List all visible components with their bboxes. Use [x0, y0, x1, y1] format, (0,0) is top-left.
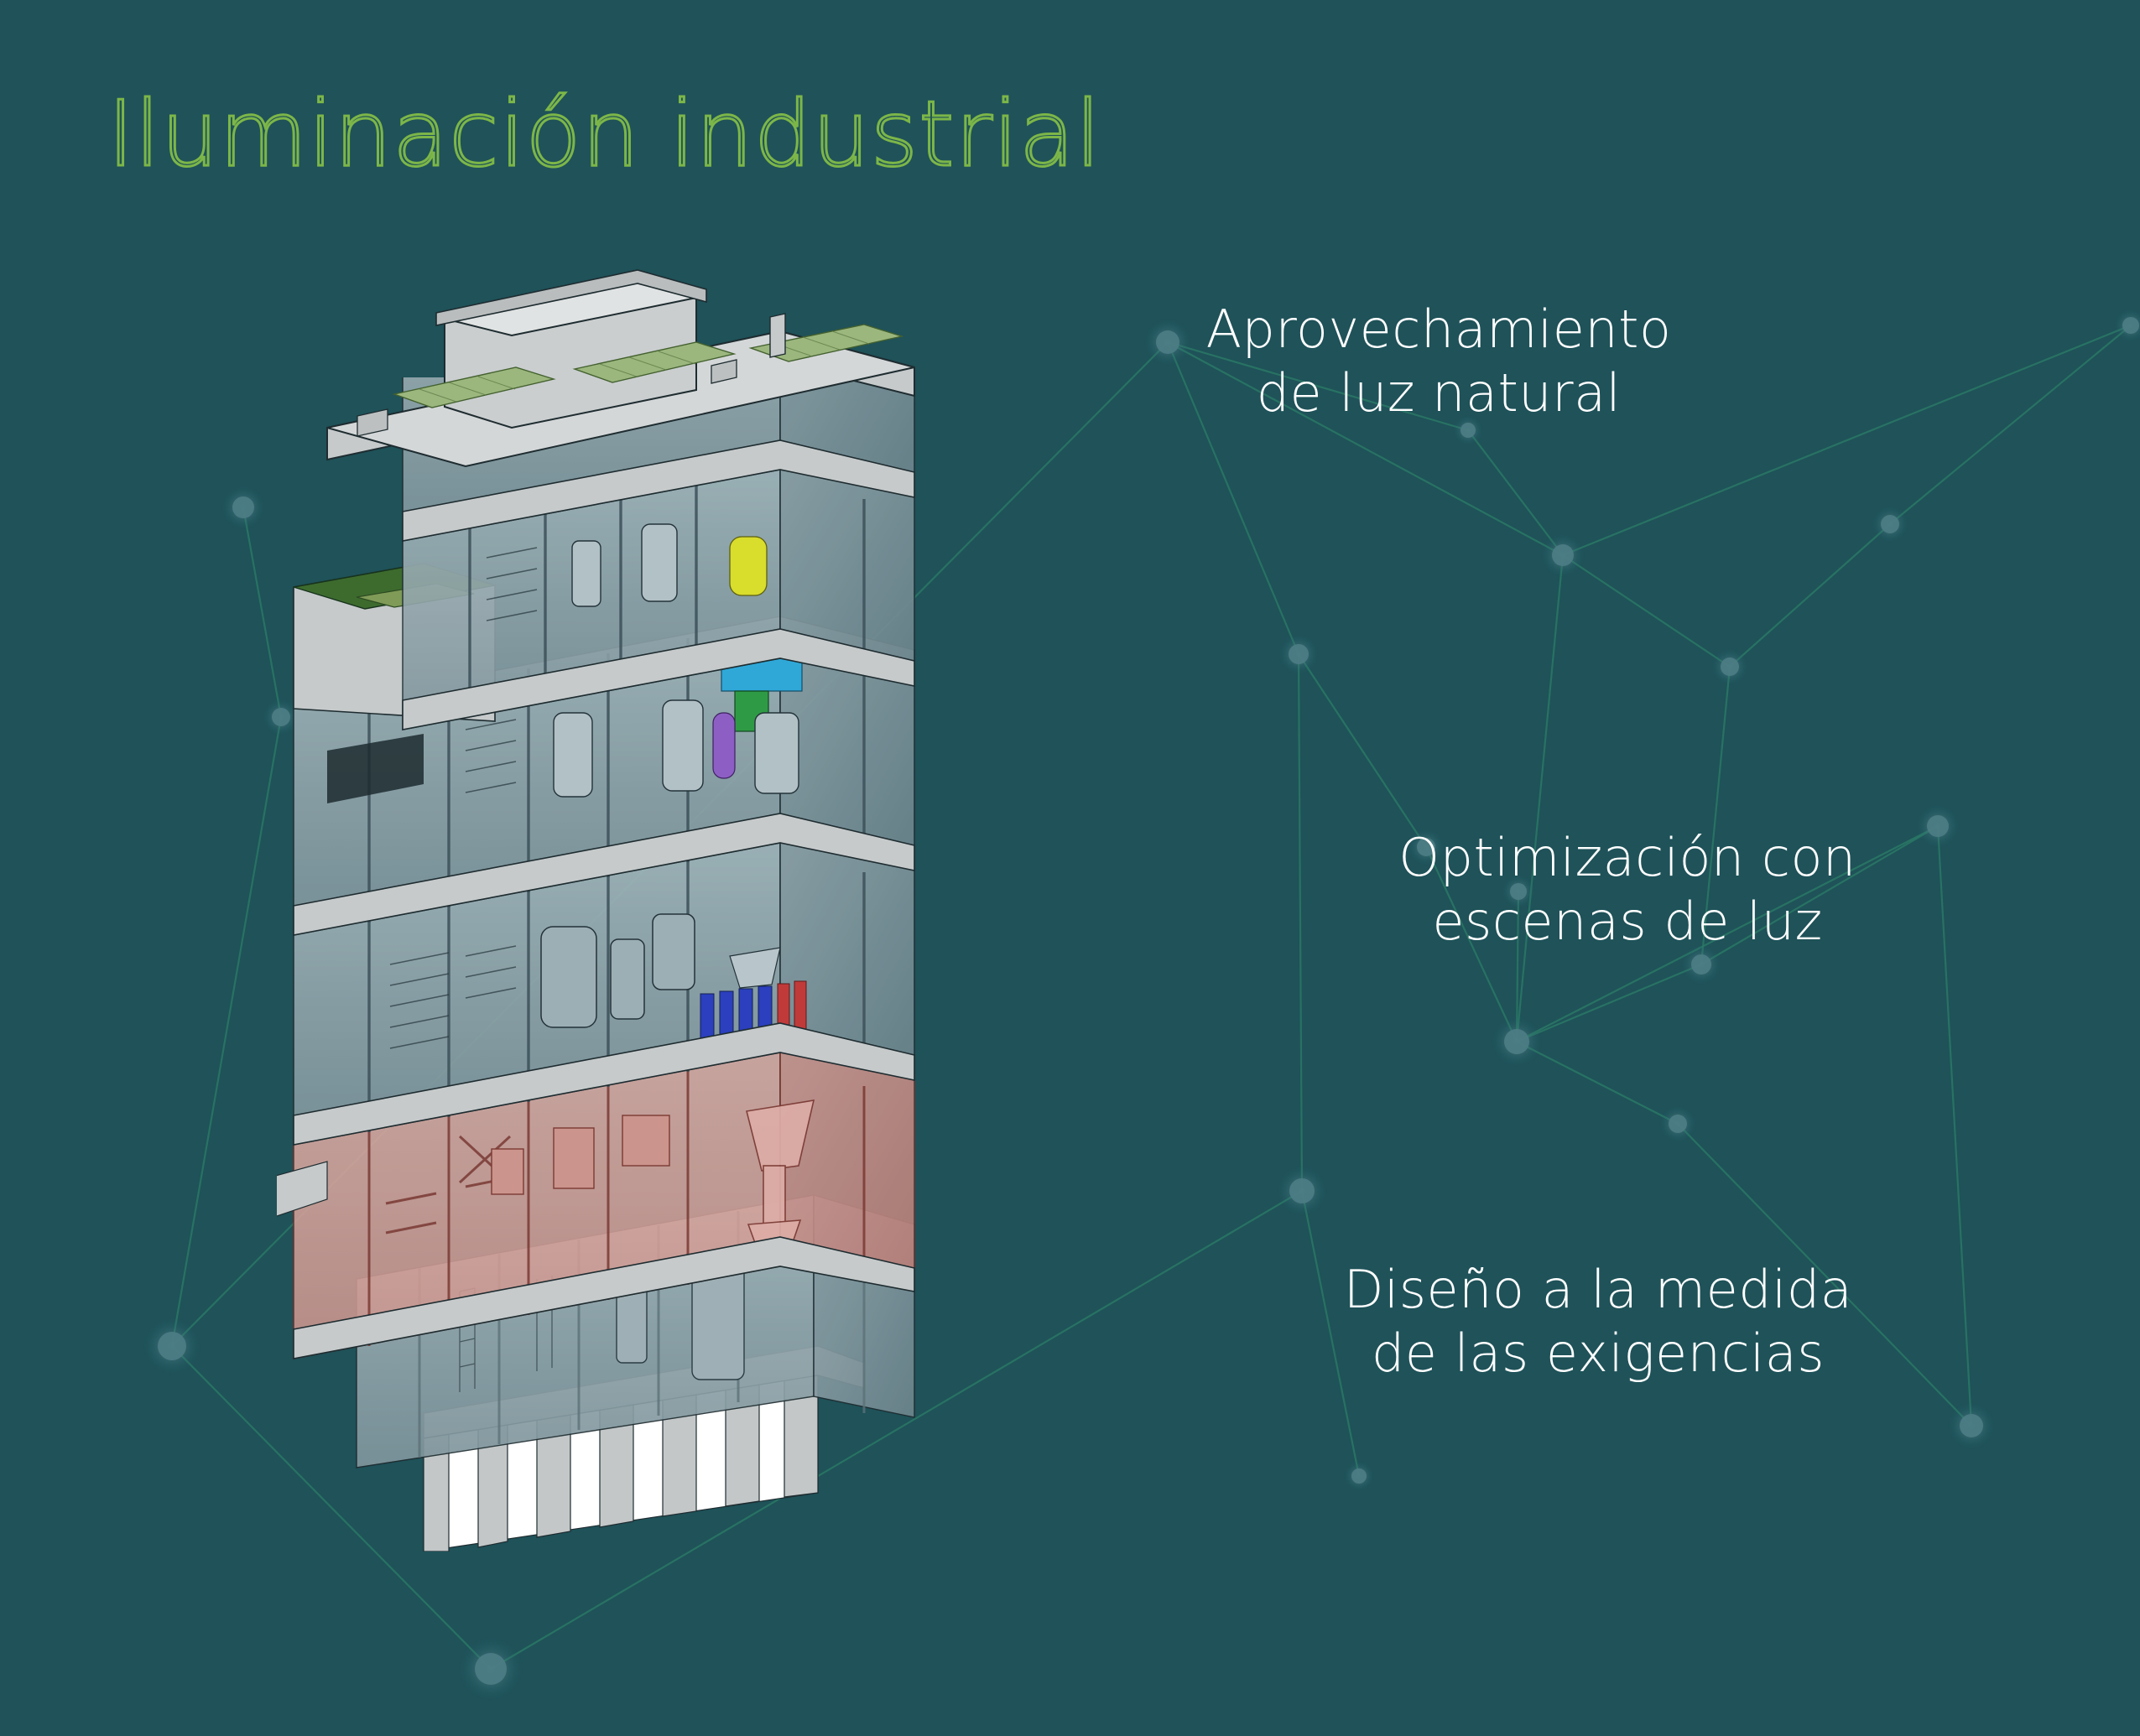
network-edge: [1889, 325, 2132, 525]
network-edge: [1700, 825, 1939, 965]
callout-diseno-a-la-medida-de-las-exigencias: Diseño a la medida de las exigencias: [1343, 1259, 1853, 1384]
network-node: [475, 1653, 507, 1685]
network-edge: [1300, 1190, 1361, 1477]
network-edge: [1167, 341, 1564, 556]
network-node: [1461, 423, 1476, 438]
network-node: [1881, 515, 1899, 533]
callout-aprovechamiento-de-luz-natural: Aprovechamiento de luz natural: [1205, 299, 1672, 424]
network-node: [1927, 815, 1949, 837]
floor-mid-upper-process: [402, 452, 915, 730]
network-edge: [171, 1345, 492, 1670]
network-node: [158, 1332, 186, 1360]
network-edge: [1562, 554, 1731, 668]
network-node: [1504, 1029, 1529, 1054]
building-roof-assembly: [326, 269, 915, 468]
network-edge: [1166, 341, 1300, 655]
network-node: [232, 496, 254, 518]
network-node: [2122, 317, 2139, 334]
network-node: [1156, 330, 1179, 354]
network-node: [1669, 1115, 1687, 1133]
network-edge: [242, 507, 283, 718]
network-edge: [1515, 554, 1565, 1042]
network-node: [1417, 838, 1435, 856]
network-edge: [170, 716, 283, 1347]
network-edge: [1516, 825, 1939, 1042]
callout-optimizacion-con-escenas-de-luz: Optimización con escenas de luz: [1398, 827, 1856, 952]
industrial-building-illustration: [277, 377, 915, 1551]
network-edge: [1298, 653, 1427, 848]
network-node: [1691, 954, 1711, 975]
network-node: [272, 708, 290, 726]
network-edge: [1700, 666, 1731, 965]
network-edge: [1167, 340, 1469, 432]
page-title: Iluminación industrial: [106, 81, 1102, 189]
network-node: [1289, 644, 1309, 664]
network-node: [1289, 1178, 1315, 1203]
network-edge: [1936, 825, 1973, 1427]
network-edge: [1516, 963, 1702, 1043]
network-node: [1721, 657, 1739, 676]
network-node: [1552, 544, 1574, 566]
network-edge: [1516, 1041, 1679, 1125]
network-node: [1510, 883, 1527, 900]
network-node: [1351, 1468, 1367, 1484]
network-edge: [1677, 1123, 1972, 1427]
network-node: [1960, 1414, 1983, 1437]
network-edge: [1297, 653, 1304, 1192]
network-edge: [1467, 429, 1564, 556]
network-edge: [1729, 523, 1891, 668]
network-edge: [1425, 846, 1518, 1042]
network-edge: [1562, 324, 2132, 557]
network-edge: [490, 1190, 1303, 1670]
